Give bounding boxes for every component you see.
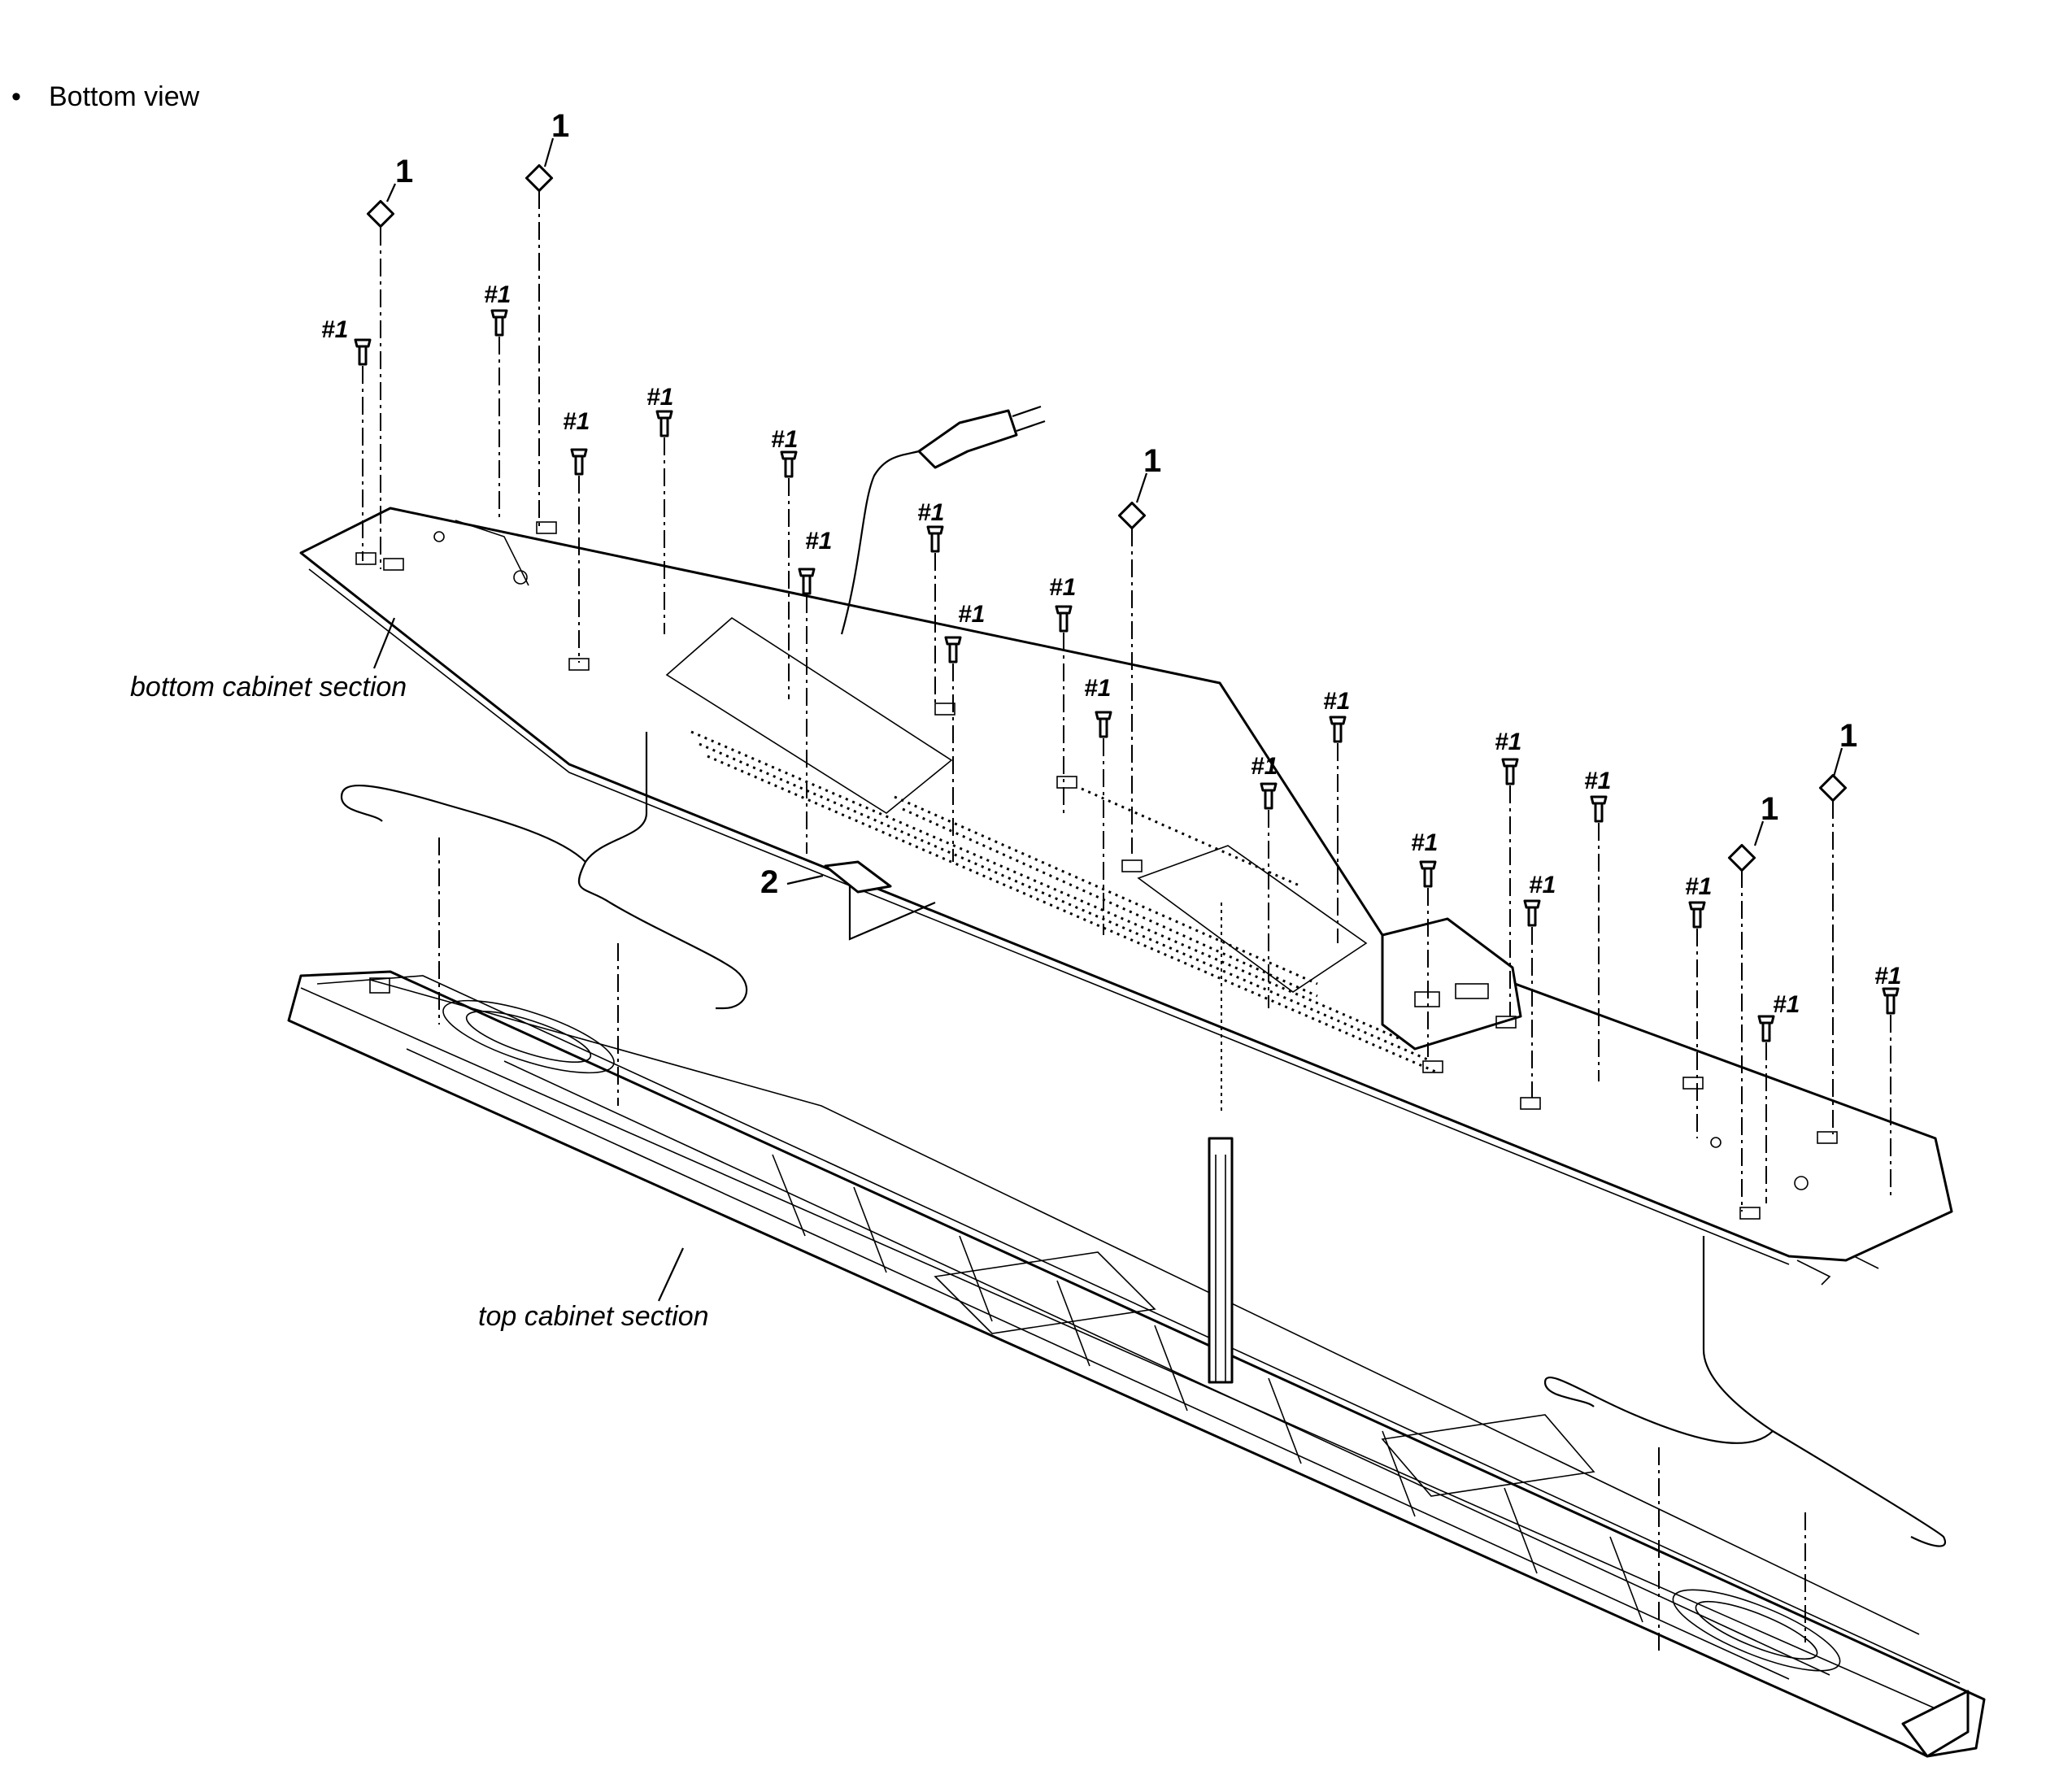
screw-15: #1: [1523, 872, 1556, 1098]
screw-label: #1: [1251, 753, 1278, 780]
screw-label: #1: [1049, 574, 1076, 601]
screw-label: #1: [1773, 991, 1800, 1018]
screw-parts: #1 #1 #1 #1 #1 #1 #1 #1 #1 #1 #1 #1 #1 #1 #1 #1 #1 #1 #1: [321, 281, 1901, 1203]
cushion-label-3: 1: [1143, 443, 1161, 479]
bottom-cabinet-label: bottom cabinet section: [130, 672, 407, 703]
cushion-label-1: 1: [395, 154, 413, 189]
screw-5: #1: [771, 426, 798, 699]
screw-9: #1: [1049, 574, 1076, 813]
screw-label: #1: [1529, 872, 1556, 898]
screw-label: #1: [958, 601, 985, 628]
screw-label: #1: [917, 499, 944, 526]
screw-label: #1: [1323, 688, 1350, 715]
screw-6: #1: [798, 528, 832, 854]
right-speaker-cable: [1543, 1236, 1947, 1547]
cushion-label-2: 1: [551, 108, 569, 144]
heading-bullet: •: [11, 81, 21, 112]
vent-grille: [690, 730, 1440, 1075]
screw-label: #1: [484, 281, 511, 308]
screw-label: #1: [805, 528, 832, 555]
screw-10: #1: [1084, 675, 1112, 935]
screw-label: #1: [1084, 675, 1111, 702]
screw-12: #1: [1323, 688, 1350, 943]
screw-label: #1: [1411, 829, 1438, 856]
screw-label: #1: [1584, 768, 1611, 794]
screw-2: #1: [484, 281, 511, 520]
bottom-cabinet: [299, 507, 1953, 1286]
cushion-label-4: 1: [1839, 718, 1857, 754]
screw-8: #1: [944, 601, 985, 862]
screw-label: #1: [563, 408, 590, 435]
screw-16: #1: [1584, 768, 1611, 1081]
screw-19: #1: [1874, 963, 1901, 1195]
screw-label: #1: [321, 316, 348, 343]
screw-seats: [355, 521, 1838, 1220]
left-speaker-cable: [340, 732, 748, 1010]
screw-1: #1: [321, 316, 372, 561]
screw-13: #1: [1411, 829, 1438, 1057]
screw-label: #1: [771, 426, 798, 453]
power-plug: [917, 409, 1018, 469]
screw-18: #1: [1757, 991, 1800, 1203]
cushion-parts: [366, 163, 1848, 1212]
screw-11: #1: [1251, 753, 1278, 1008]
screw-4: #1: [646, 384, 673, 634]
power-cord: [840, 450, 920, 635]
heading-text: Bottom view: [49, 81, 200, 112]
top-cabinet: [287, 970, 1986, 1758]
top-cabinet-label: top cabinet section: [478, 1301, 709, 1332]
flat-cable: [1208, 1137, 1234, 1384]
screw-label: #1: [1874, 963, 1901, 990]
cushion-label-5: 1: [1761, 791, 1778, 827]
screw-3: #1: [563, 408, 590, 663]
assembly-lines: [438, 837, 1806, 1651]
screw-17: #1: [1685, 873, 1712, 1138]
sheet-label: 2: [760, 864, 778, 900]
screw-14: #1: [1495, 729, 1521, 1016]
screw-label: #1: [1495, 729, 1521, 755]
screw-label: #1: [646, 384, 673, 411]
screw-7: #1: [917, 499, 944, 707]
screw-label: #1: [1685, 873, 1712, 900]
sheet-part: [824, 860, 936, 941]
view-heading: • Bottom view: [11, 81, 199, 113]
